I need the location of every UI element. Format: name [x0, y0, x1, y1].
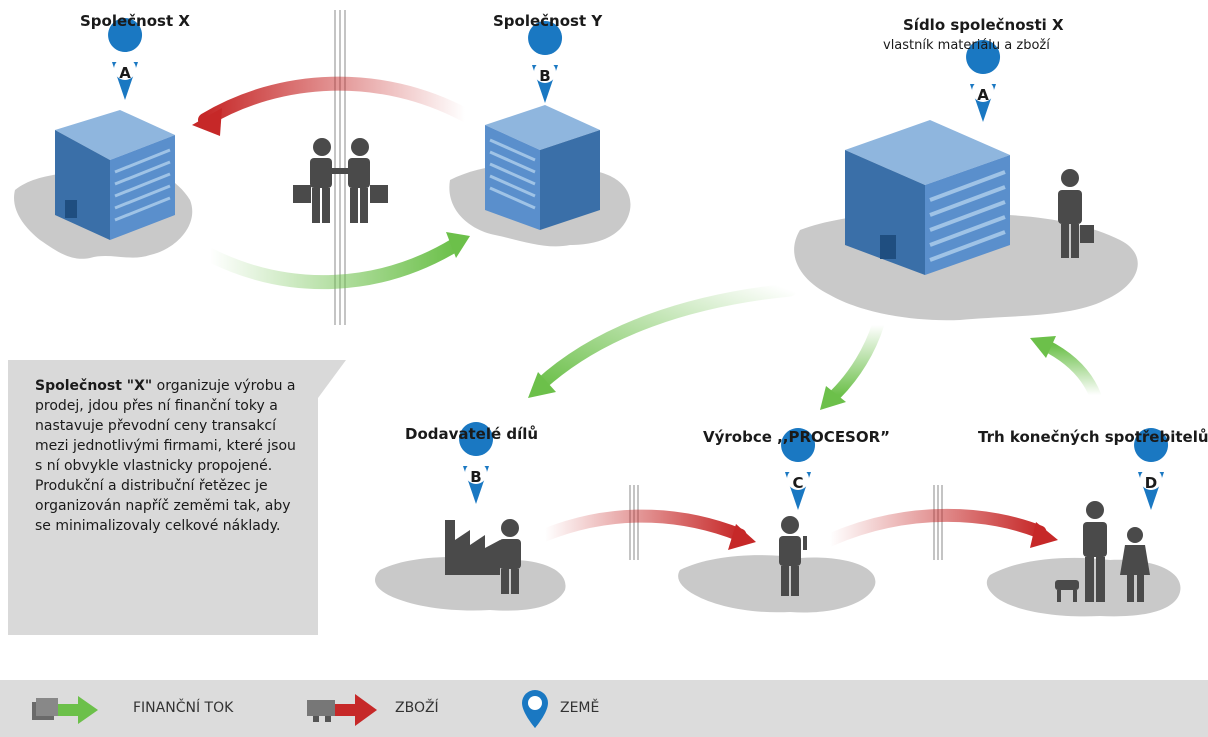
money-flow-icon: [32, 696, 98, 724]
family-icon: [1055, 501, 1150, 602]
arrow-money-hq-to-producer: [829, 319, 884, 401]
country-pin-icon: [522, 690, 548, 728]
worker-icon: [779, 516, 807, 596]
producer-label: Výrobce ,,PROCESOR”: [703, 428, 891, 446]
pin-a-1-label: A: [108, 60, 142, 108]
callout-line1: organizuje výrobu a prodej, jdou přes ní…: [35, 378, 296, 474]
info-callout-text: Společnost "X" organizuje výrobu a prode…: [35, 376, 305, 536]
arrow-money-x-to-y: [203, 238, 462, 290]
arrow-goods-y-to-x-head: [192, 108, 222, 136]
legend-financial: FINANČNÍ TOK: [133, 700, 234, 716]
goods-icon: [307, 694, 377, 726]
pin-a-1-letter: A: [119, 64, 131, 82]
border-line-3: [933, 485, 943, 560]
arrow-money-hq-to-producer-head: [820, 386, 846, 410]
arrow-goods-c-to-d-head: [1030, 522, 1058, 548]
owner-person-icon: [1058, 169, 1094, 258]
factory-icon: [445, 519, 521, 594]
company-y-label: Společnost Y: [493, 12, 603, 30]
arrow-goods-b-to-c-head: [728, 524, 756, 550]
pin-d-letter: D: [1144, 474, 1158, 492]
info-callout: [8, 360, 318, 635]
arrow-money-market-to-hq: [1039, 339, 1101, 401]
market-label: Trh konečných spotřebitelů: [978, 428, 1208, 446]
pin-b-1-label: B: [528, 63, 562, 111]
map-country-d: [986, 557, 1181, 617]
pin-c-letter: C: [792, 474, 804, 492]
arrow-money-market-to-hq-head: [1030, 336, 1056, 358]
arrow-goods-c-to-d: [823, 508, 1047, 547]
company-x-label: Společnost X: [80, 12, 190, 30]
pin-a-2-label: A: [966, 82, 1000, 130]
hq-label: Sídlo společnosti X: [903, 16, 1064, 34]
pin-b-2-letter: B: [470, 468, 482, 486]
pin-d-label: D: [1134, 470, 1168, 518]
callout-bold: Společnost "X": [35, 378, 153, 394]
arrow-money-x-to-y-head: [446, 232, 470, 258]
map-country-c: [678, 555, 876, 613]
handshake-people-icon: [293, 138, 388, 223]
callout-line2: Produkční a distribuční řetězec je organ…: [35, 478, 291, 534]
info-callout-tab: [318, 360, 346, 398]
arrow-goods-y-to-x: [198, 76, 472, 127]
legend-country: ZEMĚ: [560, 700, 600, 716]
pin-c-label: C: [781, 470, 815, 518]
arrow-money-hq-to-suppliers-head: [528, 372, 556, 398]
pin-a-2-letter: A: [977, 86, 989, 104]
border-line-top: [334, 10, 346, 325]
building-company-y: [485, 105, 600, 230]
hq-sublabel: vlastník materiálu a zboží: [883, 38, 1050, 53]
building-hq: [845, 120, 1010, 275]
arrow-money-hq-to-suppliers: [533, 283, 797, 392]
suppliers-label: Dodavatelé dílů: [405, 425, 539, 443]
pin-b-1-letter: B: [539, 67, 551, 85]
legend-goods: ZBOŽÍ: [395, 700, 439, 716]
legend-bar: [0, 680, 1208, 737]
arrow-goods-b-to-c: [538, 509, 747, 542]
pin-b-2-label: B: [459, 464, 493, 512]
building-company-x: [55, 110, 175, 240]
